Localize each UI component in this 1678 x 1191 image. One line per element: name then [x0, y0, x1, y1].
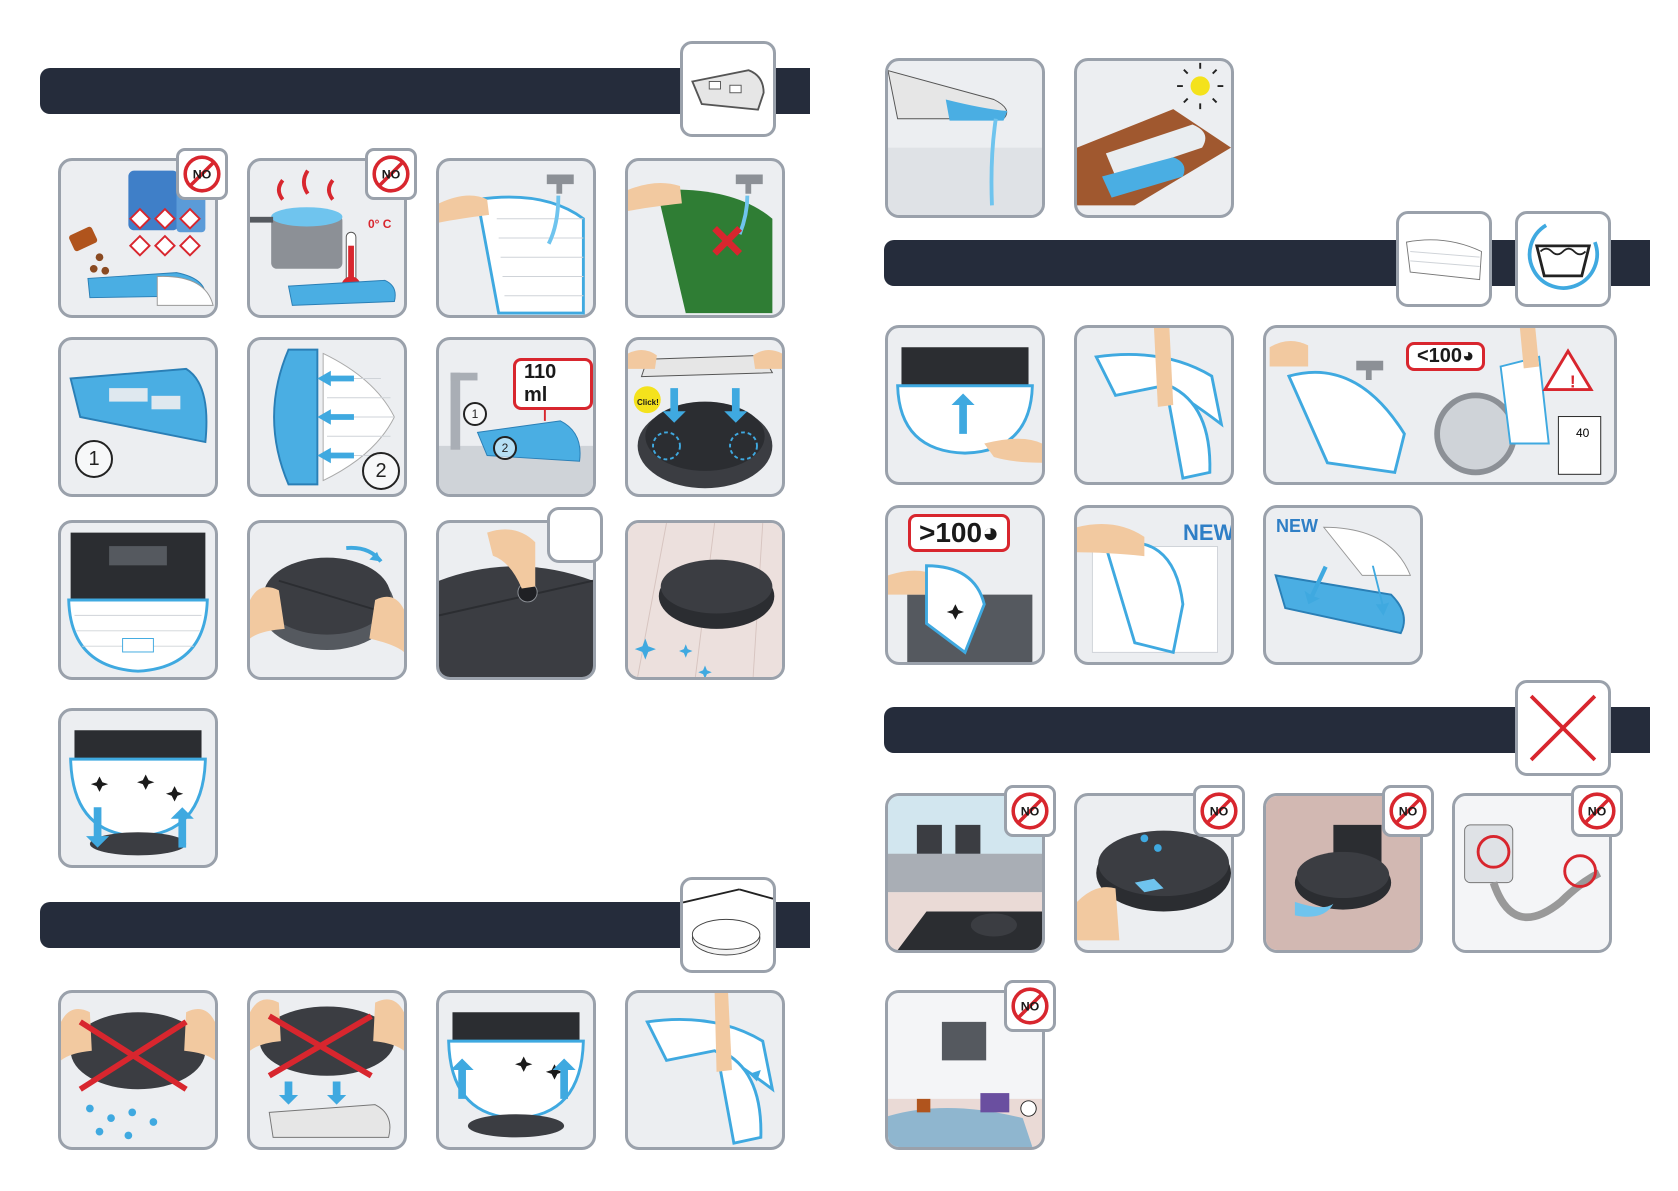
no-sign-icon: NO — [176, 148, 228, 200]
step-remove-mop-1: 1 — [58, 337, 218, 497]
step-number-one: 1 — [75, 440, 113, 478]
wash-tub-icon — [1527, 223, 1599, 290]
no-label: NO — [193, 167, 212, 181]
step-green-mop-no-scrub — [625, 158, 785, 318]
no-label: NO — [1588, 804, 1607, 818]
wash-tub-icon: ◕ — [1462, 345, 1475, 367]
step-drain-tank — [885, 58, 1045, 218]
no-sign-icon: NO — [1004, 785, 1056, 837]
wash-below-100-label: <100◕ — [1406, 342, 1486, 371]
sun-icon — [1190, 76, 1210, 96]
no-label: NO — [1021, 804, 1040, 818]
red-cross-icon — [1529, 694, 1597, 762]
volume-label: 110 ml — [513, 358, 593, 410]
step-remove-mop-after — [436, 990, 596, 1150]
step-number-two: 2 — [493, 436, 517, 460]
svg-text:!: ! — [1570, 372, 1576, 392]
header-badge-cross — [1515, 680, 1611, 776]
step-fill-water: 110 ml 1 2 — [436, 337, 596, 497]
step-insert-dirty-mop — [58, 708, 218, 868]
warning-no-liquids-floor — [1263, 793, 1423, 953]
step-flip-robot — [247, 520, 407, 680]
step-attach-new-mop: NEW — [1263, 505, 1423, 665]
no-sign-icon: NO — [1004, 980, 1056, 1032]
header-badge-robot-base — [680, 877, 776, 973]
new-label: NEW — [1276, 516, 1318, 536]
warning-no-wet-robot — [1074, 793, 1234, 953]
step-peel-mop — [625, 990, 785, 1150]
step-insert-mop-robot — [58, 520, 218, 680]
no-sign-icon: NO — [1382, 785, 1434, 837]
new-label: NEW — [1183, 520, 1234, 545]
header-badge-washing — [1515, 211, 1611, 307]
mop-pad-icon — [1405, 239, 1482, 281]
step-attach-tank-click: Click! — [625, 337, 785, 497]
header-badge-water-tank — [680, 41, 776, 137]
no-label: NO — [1210, 804, 1229, 818]
step-remove-mop-robot — [885, 325, 1045, 485]
step-robot-ready — [625, 520, 785, 680]
step-peel-mop-off — [1074, 325, 1234, 485]
wash-tub-icon: ◕ — [982, 517, 999, 548]
no-sign-icon: NO — [1193, 785, 1245, 837]
click-label: Click! — [637, 398, 659, 407]
warning-triangle-icon — [1542, 348, 1594, 392]
blank-badge — [547, 507, 603, 563]
step-remove-mop-2: 2 — [247, 337, 407, 497]
step-dry-sun — [1074, 58, 1234, 218]
step-no-tilt-tank — [247, 990, 407, 1150]
step-rinse-mop — [436, 158, 596, 318]
step-no-tilt-water — [58, 990, 218, 1150]
temperature-label: 0° C — [368, 217, 392, 231]
header-badge-mop — [1396, 211, 1492, 307]
no-label: NO — [1021, 999, 1040, 1013]
step-wash-below-100: ! <100◕ 40 — [1263, 325, 1617, 485]
warning-no-cluttered-floor — [885, 990, 1045, 1150]
step-new-mop: NEW — [1074, 505, 1234, 665]
no-sign-icon: NO — [365, 148, 417, 200]
no-label: NO — [1399, 804, 1418, 818]
step-number-two: 2 — [362, 452, 400, 490]
no-label: NO — [382, 167, 401, 181]
step-number-one: 1 — [463, 402, 487, 426]
wash-above-100-label: >100◕ — [908, 514, 1010, 553]
no-sign-icon: NO — [1571, 785, 1623, 837]
warning-no-carpet — [885, 793, 1045, 953]
wash-temp-label: 40 — [1576, 426, 1590, 440]
water-tank-icon — [691, 69, 765, 111]
robot-base-icon — [683, 888, 773, 956]
step-no-wash-above-100: >100◕ — [885, 505, 1045, 665]
